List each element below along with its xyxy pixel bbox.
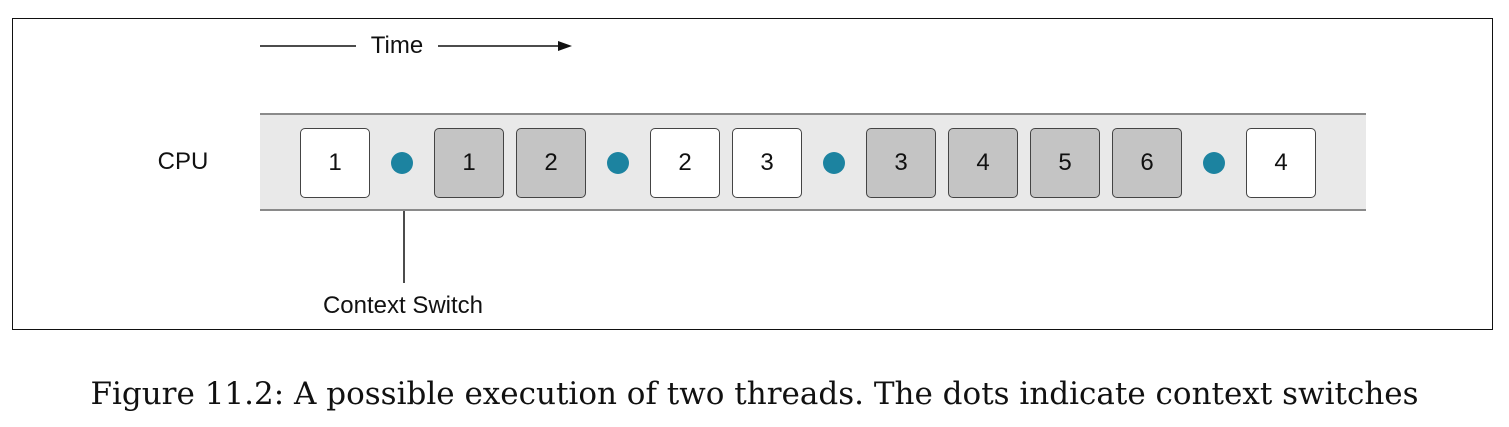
thread-b-slice-5: 5 [1030,128,1100,198]
figure-frame [12,18,1493,330]
thread-a-slice-1: 1 [300,128,370,198]
context-switch-dot [1203,152,1225,174]
cpu-label: CPU [157,148,209,175]
thread-b-slice-3: 3 [866,128,936,198]
cpu-lane [260,113,1366,211]
thread-a-slice-4: 4 [1246,128,1316,198]
context-switch-dot [823,152,845,174]
figure-caption: Figure 11.2: A possible execution of two… [90,376,1419,412]
context-switch-label: Context Switch [322,292,484,319]
context-switch-dot [391,152,413,174]
thread-b-slice-2: 2 [516,128,586,198]
thread-a-slice-2: 2 [650,128,720,198]
time-label: Time [370,32,424,59]
thread-b-slice-1: 1 [434,128,504,198]
thread-b-slice-6: 6 [1112,128,1182,198]
thread-a-slice-3: 3 [732,128,802,198]
thread-b-slice-4: 4 [948,128,1018,198]
context-switch-dot [607,152,629,174]
time-arrowhead [558,41,572,51]
